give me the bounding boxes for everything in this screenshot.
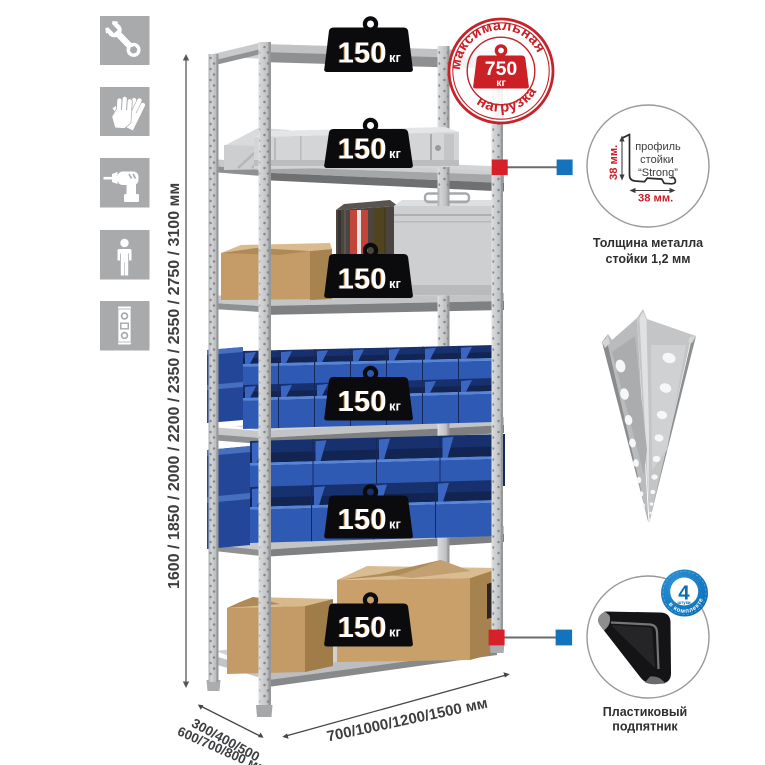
svg-text:профиль: профиль (635, 141, 681, 153)
svg-text:кг: кг (389, 146, 402, 161)
svg-text:4: 4 (678, 582, 690, 605)
svg-text:750: 750 (485, 58, 518, 80)
svg-text:стойки: стойки (640, 154, 674, 166)
svg-text:кг: кг (389, 399, 402, 414)
svg-text:1600 / 1850 / 2000 / 2200 / 23: 1600 / 1850 / 2000 / 2200 / 2350 / 2550 … (166, 183, 183, 589)
svg-text:38 мм.: 38 мм. (638, 193, 673, 205)
svg-text:150: 150 (338, 504, 387, 536)
svg-text:150: 150 (337, 612, 386, 644)
svg-text:подпятник: подпятник (612, 720, 678, 734)
svg-text:стойки 1,2 мм: стойки 1,2 мм (606, 252, 691, 266)
svg-text:150: 150 (337, 386, 386, 418)
svg-text:150: 150 (338, 38, 387, 70)
svg-text:кг: кг (496, 77, 506, 89)
svg-text:150: 150 (337, 134, 386, 166)
svg-text:150: 150 (338, 134, 387, 166)
svg-text:150: 150 (337, 264, 386, 296)
svg-text:150: 150 (338, 612, 387, 644)
svg-text:“Strong”: “Strong” (638, 167, 678, 179)
svg-text:Пластиковый: Пластиковый (603, 705, 687, 719)
svg-text:штуки: штуки (678, 600, 691, 605)
svg-text:кг: кг (389, 50, 402, 65)
svg-text:38 мм.: 38 мм. (608, 145, 620, 180)
svg-text:150: 150 (338, 264, 387, 296)
svg-text:150: 150 (337, 38, 386, 70)
svg-text:кг: кг (389, 276, 402, 291)
svg-text:150: 150 (337, 504, 386, 536)
svg-text:Толщина металла: Толщина металла (593, 236, 704, 250)
svg-text:кг: кг (389, 517, 402, 532)
svg-text:кг: кг (389, 625, 402, 640)
svg-text:150: 150 (338, 386, 387, 418)
